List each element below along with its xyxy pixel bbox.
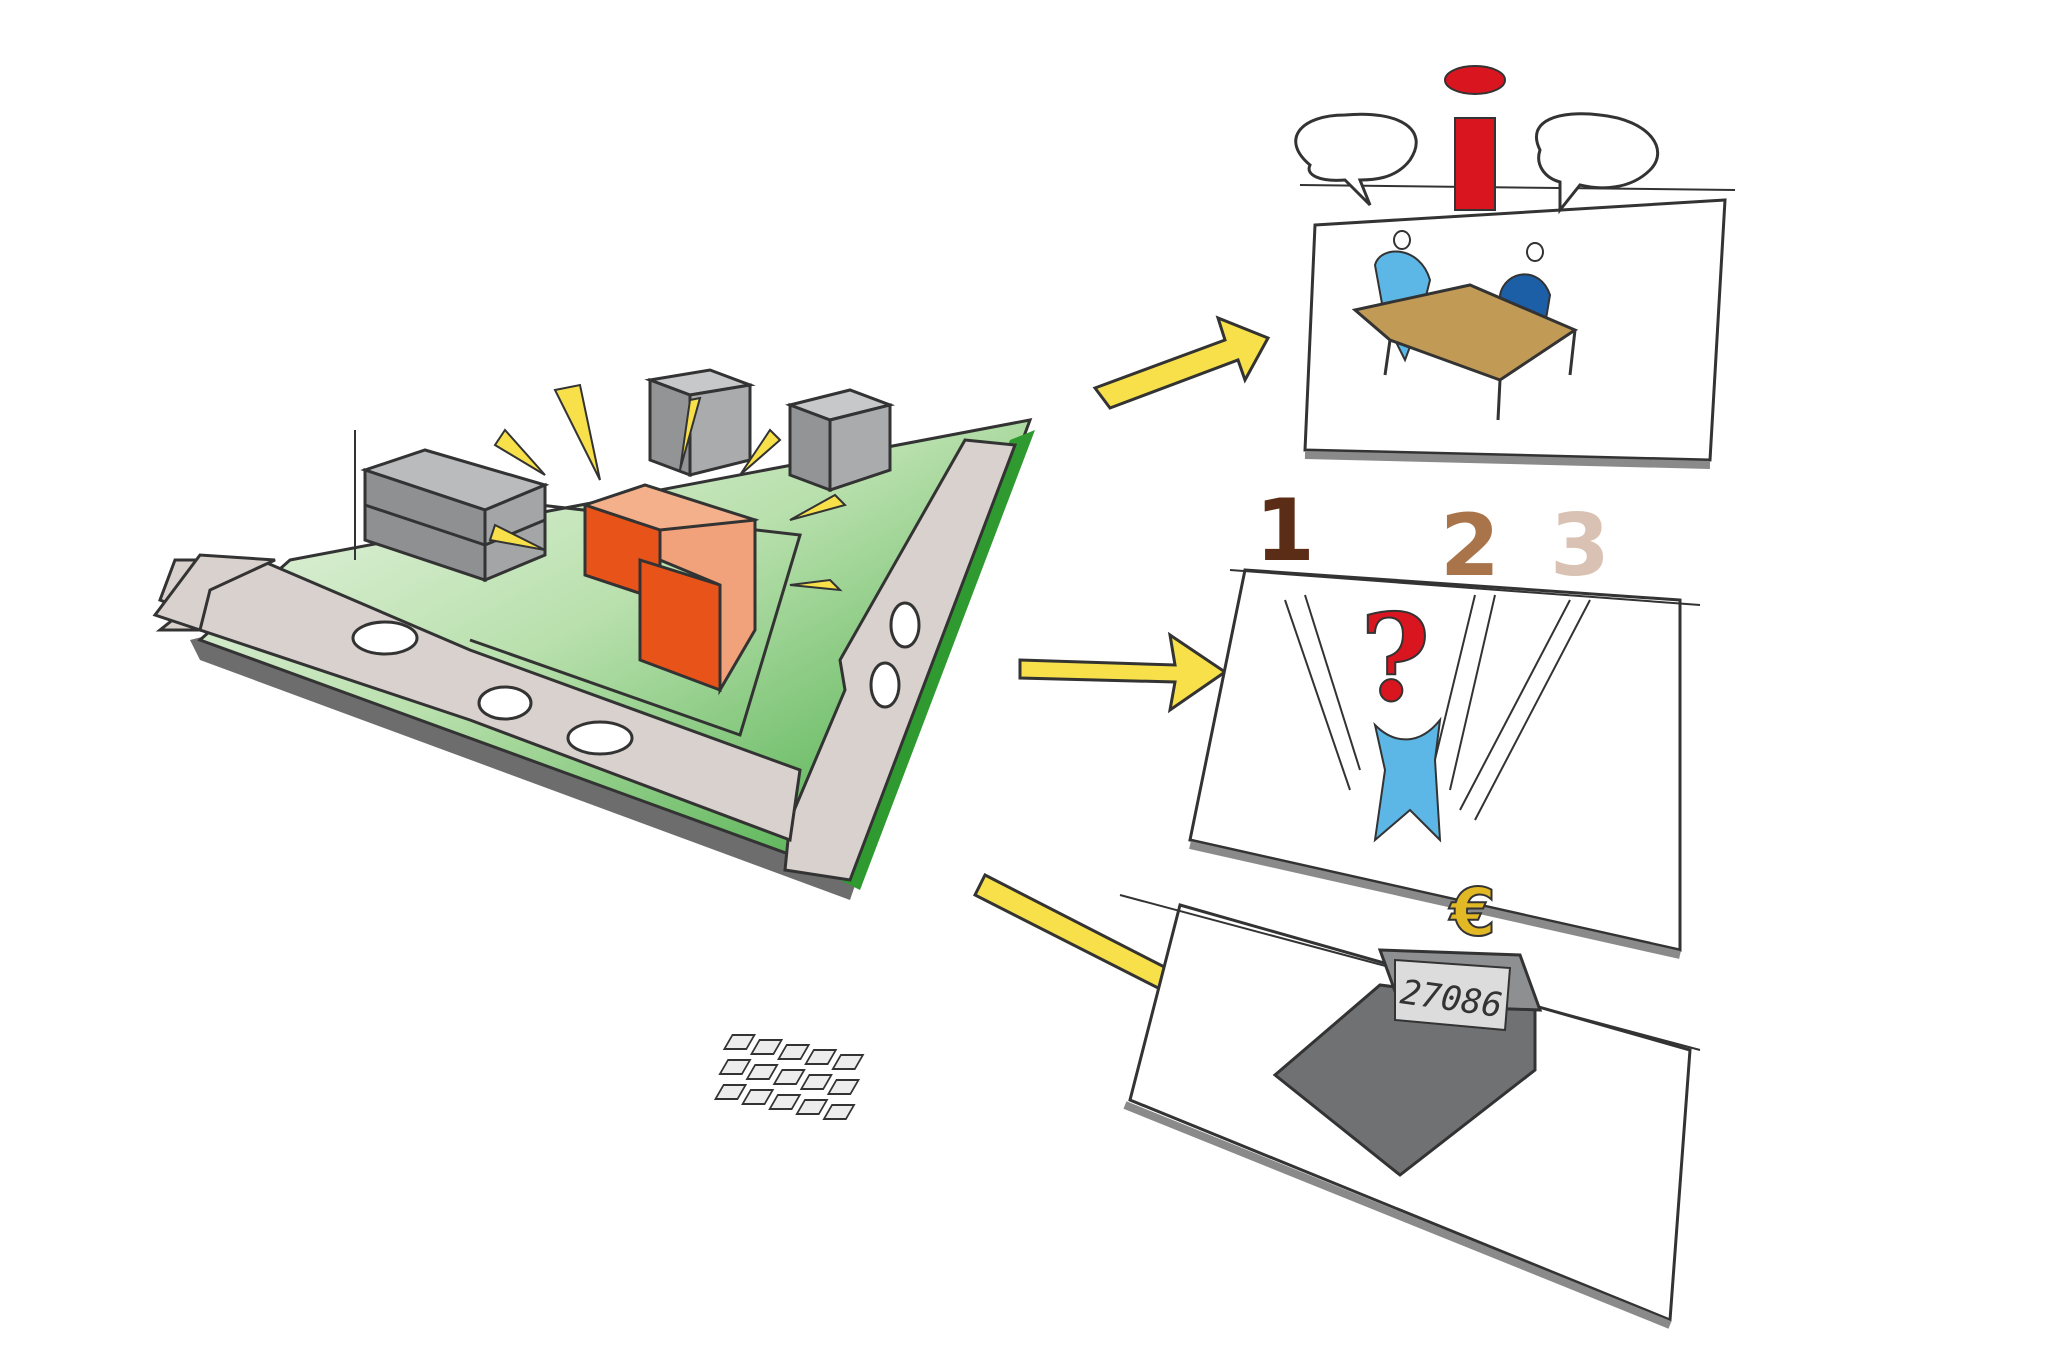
- calculator: 27086: [713, 948, 1543, 1177]
- meeting-table: [1351, 283, 1579, 382]
- arrow-to-consultation: [1092, 315, 1271, 410]
- rank-label-2: 2: [1440, 496, 1500, 596]
- gray-tower-building: [784, 388, 896, 493]
- car: [566, 720, 634, 756]
- calculator-keys: [713, 1034, 865, 1120]
- person-confused: [1373, 716, 1442, 843]
- rank-label-3: 3: [1550, 496, 1610, 596]
- road-arrow-head: [152, 553, 276, 632]
- site-plan: [152, 368, 1035, 900]
- gray-tower-building: [644, 368, 756, 478]
- person-head: [1526, 242, 1544, 262]
- calculator-display: [1394, 958, 1512, 1032]
- yellow-spikes: [488, 383, 847, 592]
- speech-bubble-left: [1294, 112, 1418, 207]
- panel-options: 1 2 3 ?: [1188, 481, 1701, 959]
- person-head: [1393, 230, 1411, 250]
- arrow-to-options: [1018, 631, 1228, 714]
- car: [477, 685, 533, 721]
- rank-label-1: 1: [1255, 481, 1315, 581]
- orange-l-building: [580, 483, 760, 696]
- car: [351, 620, 419, 656]
- ladder: [1284, 594, 1591, 821]
- gray-layered-building: [354, 430, 550, 583]
- road-vertical: [783, 438, 1018, 882]
- info-icon: i: [1444, 65, 1506, 211]
- car: [869, 661, 901, 709]
- question-mark: ?: [1360, 588, 1430, 729]
- panel-costs: € 27086: [713, 873, 1701, 1329]
- car: [889, 601, 921, 649]
- panel-consultation: i: [1294, 65, 1736, 469]
- speech-bubble-right: [1535, 112, 1660, 215]
- euro-symbol: €: [1448, 874, 1496, 951]
